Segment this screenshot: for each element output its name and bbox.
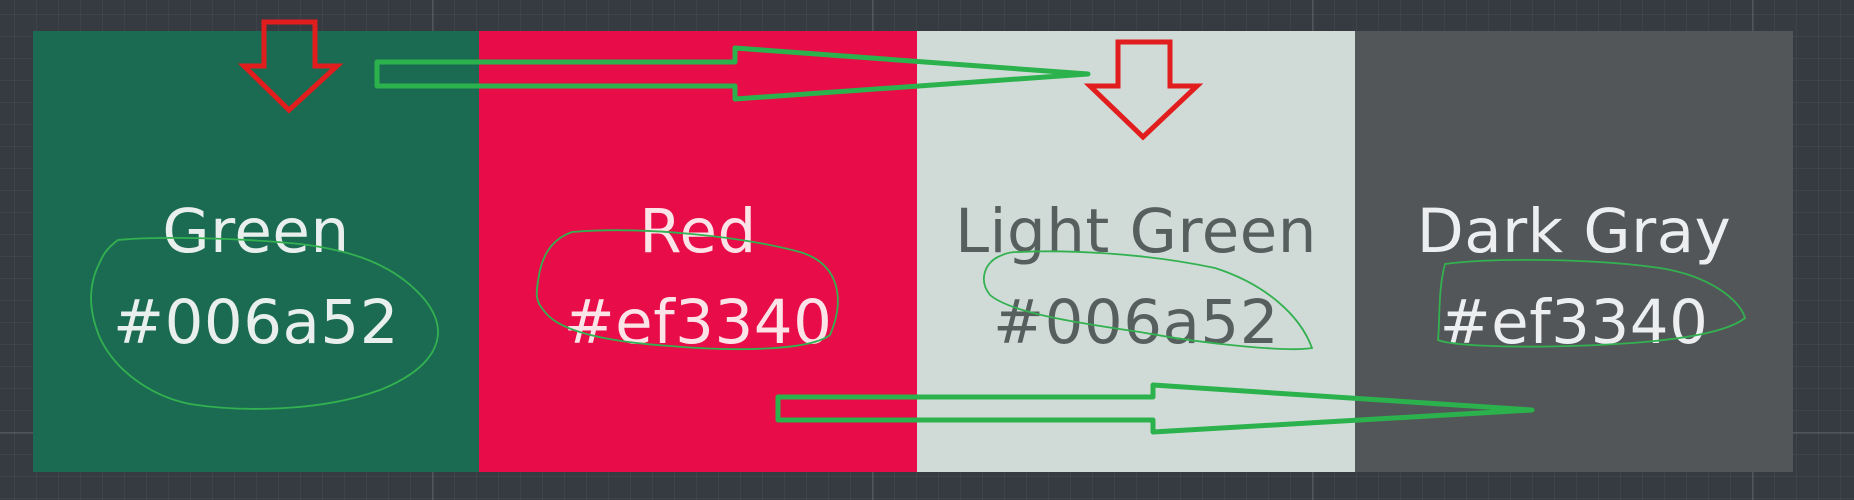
swatch-hex: #ef3340 (1439, 287, 1709, 358)
swatch-hex: #006a52 (992, 287, 1280, 358)
swatch-hex: #ef3340 (563, 287, 833, 358)
swatch-name: Dark Gray (1416, 196, 1732, 267)
color-palette: Green #006a52 Red #ef3340 Light Green #0… (33, 31, 1793, 472)
swatch-name: Light Green (955, 196, 1317, 267)
swatch-name: Red (639, 196, 757, 267)
swatch-dark-gray: Dark Gray #ef3340 (1355, 31, 1793, 472)
swatch-green: Green #006a52 (33, 31, 479, 472)
swatch-hex: #006a52 (112, 287, 400, 358)
swatch-light-green: Light Green #006a52 (917, 31, 1355, 472)
swatch-red: Red #ef3340 (479, 31, 917, 472)
swatch-name: Green (162, 196, 350, 267)
